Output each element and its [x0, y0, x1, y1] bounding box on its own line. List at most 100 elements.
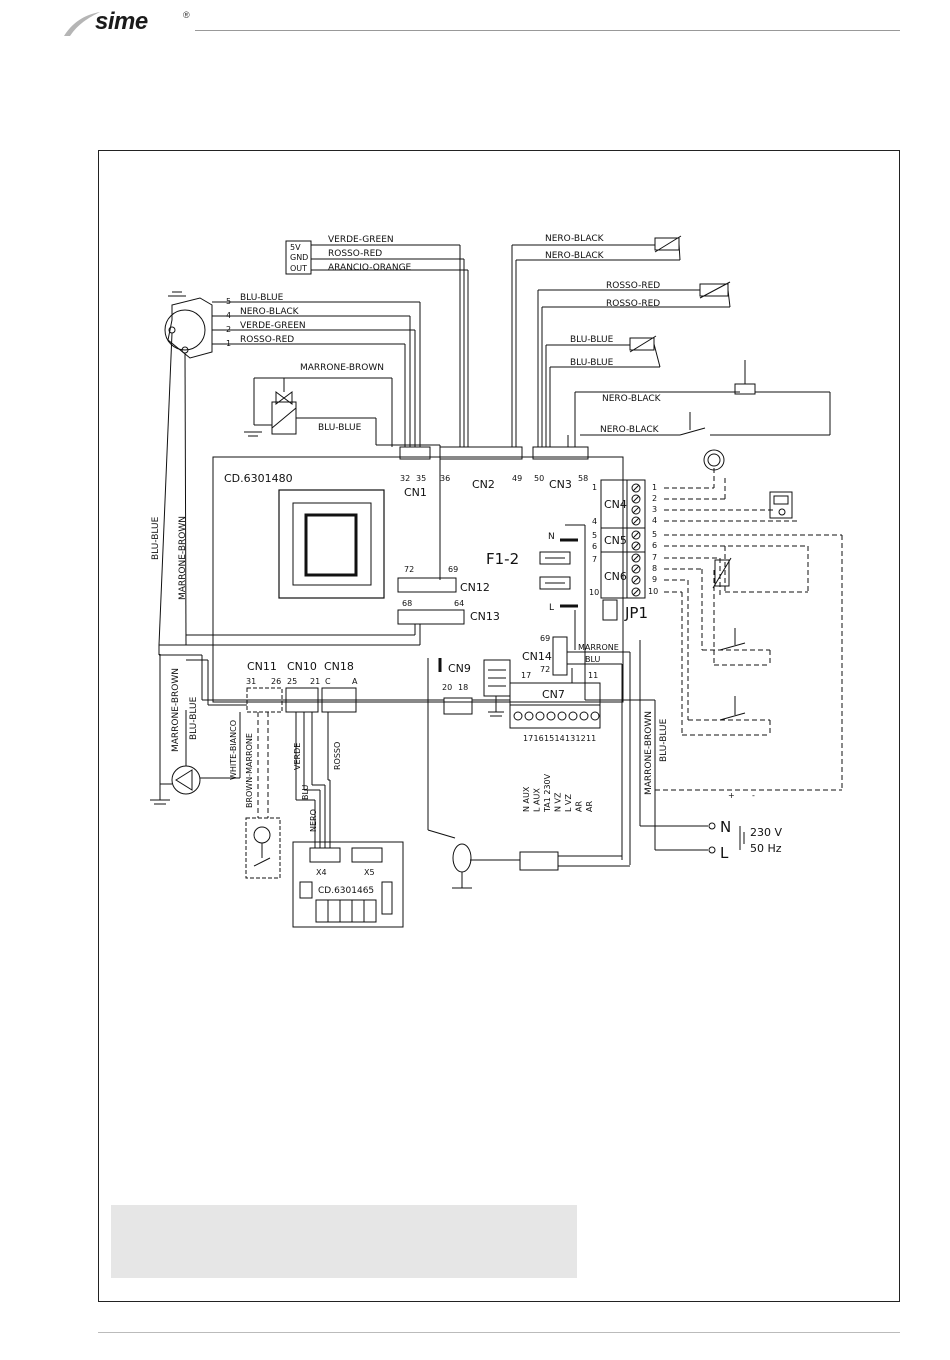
cn7-terminal-label: N AUX: [522, 786, 531, 812]
cn7-screw: [546, 711, 556, 721]
screw-terminal: [631, 553, 641, 563]
cn7-screw: [524, 711, 534, 721]
wire-label-verde: VERDE: [293, 743, 302, 770]
sensor-5v: 5V: [290, 243, 301, 252]
cn7-terminal-number: 15: [544, 734, 554, 743]
cn2-pin-49: 49: [512, 474, 522, 483]
cn9-ignition: CN9 20 18: [427, 658, 630, 889]
screw-slot: [632, 576, 640, 584]
term-3: 3: [652, 505, 657, 514]
wire-label-rosso: ROSSO: [333, 742, 342, 770]
terminal-block-right: CN4 CN5 CN6 1 4 5 6 7 10 JP1 1 2 3 4 5 6…: [589, 449, 843, 800]
wire-label-blu-blue-pump: BLU-BLUE: [189, 696, 199, 740]
wire-label-rosso-red-fan: ROSSO-RED: [240, 335, 294, 345]
fan: 5 4 2 1 BLU-BLUE NERO-BLACK VERDE-GREEN …: [151, 291, 421, 646]
cn11-label: CN11: [247, 660, 277, 673]
wire-label-nero-black-3: NERO-BLACK: [602, 394, 662, 404]
main-board: CD.6301480: [212, 456, 624, 703]
screw-slot: [632, 531, 640, 539]
cn11-pin-26: 26: [271, 677, 281, 686]
cn1-pin-35: 35: [416, 474, 426, 483]
screw-slot: [632, 554, 640, 562]
brand-swoosh-icon: [64, 12, 100, 36]
brand-logo: sime: [95, 8, 148, 35]
cn4-pin-1: 1: [592, 483, 597, 492]
cn3-pin-58: 58: [578, 474, 588, 483]
cn7-screw: [535, 711, 545, 721]
cn14-wire-marrone: MARRONE: [578, 643, 619, 652]
term-7: 7: [652, 553, 657, 562]
wire-label-marrone-brown-pump: MARRONE-BROWN: [171, 668, 181, 752]
cn14-pin-69: 69: [540, 634, 550, 643]
screw-terminal: [631, 575, 641, 585]
wire-label-nero: NERO: [309, 809, 318, 832]
cn7-terminal-number: 16: [534, 734, 544, 743]
aux-x5: X5: [364, 868, 375, 877]
cn9-label: CN9: [448, 662, 471, 675]
cn3-pin-50: 50: [534, 474, 544, 483]
cn12-label: CN12: [460, 581, 490, 594]
registered-mark: ®: [183, 10, 190, 20]
cn1-label: CN1: [404, 486, 427, 499]
screw-terminal: [631, 530, 641, 540]
cn7-label: CN7: [542, 688, 565, 701]
sensor-out: OUT: [290, 264, 307, 273]
screw-slot: [632, 484, 640, 492]
cn18-label: CN18: [324, 660, 354, 673]
cn12-cn13: 72 69 CN12 68 64 CN13: [159, 565, 500, 646]
wire-label-marrone-brown-valve: MARRONE-BROWN: [300, 363, 384, 373]
cn7-terminal-label: N VZ: [554, 792, 563, 812]
cn5-pin-5: 5: [592, 531, 597, 540]
pump: MARRONE-BROWN BLU-BLUE WHITE-BIANCO: [150, 654, 241, 805]
bottom-connectors: CN11 CN10 CN18 31 26 25 21 C A: [158, 645, 358, 713]
term-4: 4: [652, 516, 657, 525]
cn4-pin-4: 4: [592, 517, 597, 526]
wire-label-verde-green-fan: VERDE-GREEN: [240, 321, 306, 331]
screw-slot: [632, 495, 640, 503]
wire-label-nero-black-1: NERO-BLACK: [545, 234, 605, 244]
cn7-screw: [513, 711, 523, 721]
cn7-screw: [590, 711, 600, 721]
wire-label-verde-green: VERDE-GREEN: [328, 235, 394, 245]
cn14: 69 72 CN14 MARRONE BLU MARRONE-BROWN BLU…: [522, 634, 669, 865]
screw-slot: [632, 588, 640, 596]
pressure-sensor: 5V GND OUT VERDE-GREEN ROSSO-RED ARANCIO…: [285, 235, 469, 447]
wire-label-marrone-brown-right: MARRONE-BROWN: [644, 711, 654, 795]
cn6-label: CN6: [604, 570, 627, 583]
cn3-label: CN3: [549, 478, 572, 491]
cn10-pin-21: 21: [310, 677, 320, 686]
cn7-terminal-label: AR: [585, 801, 594, 812]
cn10-pin-25: 25: [287, 677, 297, 686]
cn7-pin-17: 17: [521, 671, 531, 680]
term-5: 5: [652, 530, 657, 539]
cn5-label: CN5: [604, 534, 627, 547]
wire-label-rosso-red-1: ROSSO-RED: [606, 281, 660, 291]
wire-label-white-bianco: WHITE-BIANCO: [229, 720, 238, 780]
screw-terminal: [631, 541, 641, 551]
screw-slot: [632, 517, 640, 525]
wire-label-nero-black-fan: NERO-BLACK: [240, 307, 300, 317]
wire-label-blu-blue-2: BLU-BLUE: [570, 358, 614, 368]
dc-minus: -: [752, 791, 755, 800]
cn7-terminal-label: AR: [575, 801, 584, 812]
aux-code: CD.6301465: [318, 886, 374, 896]
cn7-terminal-number: 13: [565, 734, 575, 743]
ntc-sensors: NERO-BLACK NERO-BLACK ROSSO-RED ROSSO-RE…: [511, 234, 831, 447]
wire-label-blu: BLU: [301, 784, 310, 800]
cn7-terminal-label: L VZ: [564, 794, 573, 812]
screw-terminal: [631, 516, 641, 526]
cn7-screw: [557, 711, 567, 721]
screw-terminal: [631, 494, 641, 504]
board-code: CD.6301480: [224, 472, 293, 485]
wire-label-blu-blue-1: BLU-BLUE: [570, 335, 614, 345]
flow-switch: BROWN-MARRONE: [245, 712, 281, 879]
jp1-label: JP1: [624, 604, 648, 622]
cn6-pin-10: 10: [589, 588, 599, 597]
wire-label-marrone-brown-left: MARRONE-BROWN: [178, 516, 188, 600]
cn2-pin-36: 36: [440, 474, 450, 483]
aux-board: X4 X5 CD.6301465 VERDE ROSSO BLU NERO: [292, 712, 404, 928]
cn7-pin-11: 11: [588, 671, 598, 680]
cn18-pin-a: A: [352, 677, 358, 686]
diverter-valve: MARRONE-BROWN BLU-BLUE: [244, 363, 441, 580]
